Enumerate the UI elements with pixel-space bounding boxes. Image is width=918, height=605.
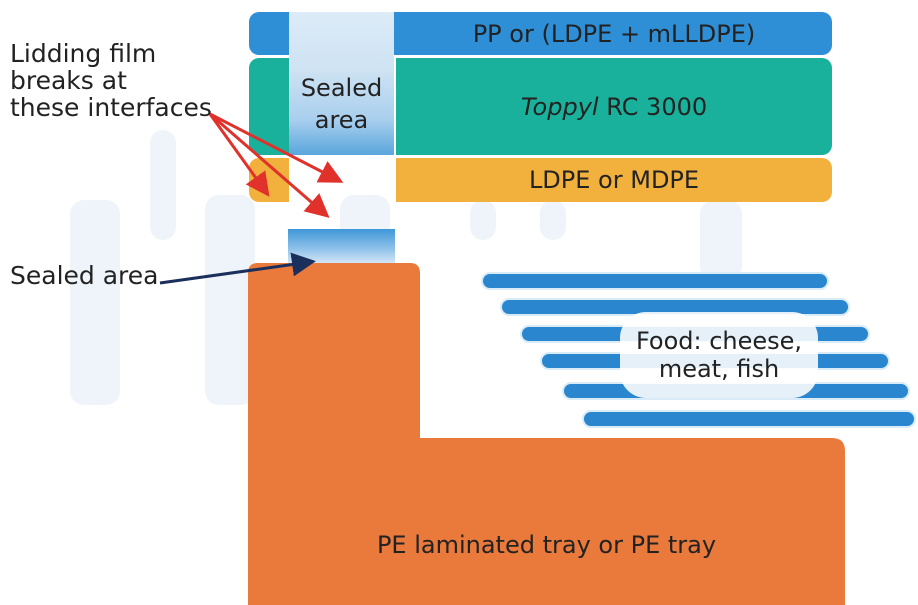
background-pillar <box>150 130 176 240</box>
sealed-area-film <box>289 12 394 155</box>
divider-line <box>394 58 396 202</box>
background-pillar <box>540 200 566 240</box>
lidding-film-callout: Lidding film breaks at these interfaces <box>10 40 212 121</box>
toppyl-name: Toppyl <box>520 92 599 121</box>
navy-arrow <box>159 252 316 285</box>
sealed-area-film-label: Sealed area <box>289 72 394 136</box>
background-pillar <box>470 200 496 240</box>
food-stick <box>582 410 916 428</box>
background-pillar <box>70 200 120 405</box>
toppyl-layer-label: Toppyl RC 3000 <box>396 58 832 155</box>
red-arrow <box>209 112 330 218</box>
background-pillar <box>205 195 255 405</box>
sealed-label-line2: area <box>314 106 369 134</box>
background-pillar <box>700 200 742 280</box>
tray-label: PE laminated tray or PE tray <box>376 531 717 559</box>
toppyl-grade: RC 3000 <box>598 92 708 121</box>
red-arrow <box>209 112 344 183</box>
ldpe-layer-label: LDPE or MDPE <box>528 166 700 194</box>
pp-layer-label: PP or (LDPE + mLLDPE) <box>472 19 756 48</box>
food-label-line1: Food: cheese, <box>635 327 803 355</box>
lidding-callout-line2: breaks at <box>10 66 127 95</box>
food-label: Food: cheese, meat, fish <box>620 312 818 398</box>
red-arrow <box>208 113 270 197</box>
food-stick <box>481 272 829 290</box>
lidding-callout-line3: these interfaces <box>10 93 212 122</box>
sealed-label-line1: Sealed <box>300 74 383 102</box>
food-label-line2: meat, fish <box>658 355 780 383</box>
lidding-callout-line1: Lidding film <box>10 39 157 68</box>
ldpe-layer <box>396 158 832 202</box>
sealed-area-callout: Sealed area <box>10 261 159 290</box>
